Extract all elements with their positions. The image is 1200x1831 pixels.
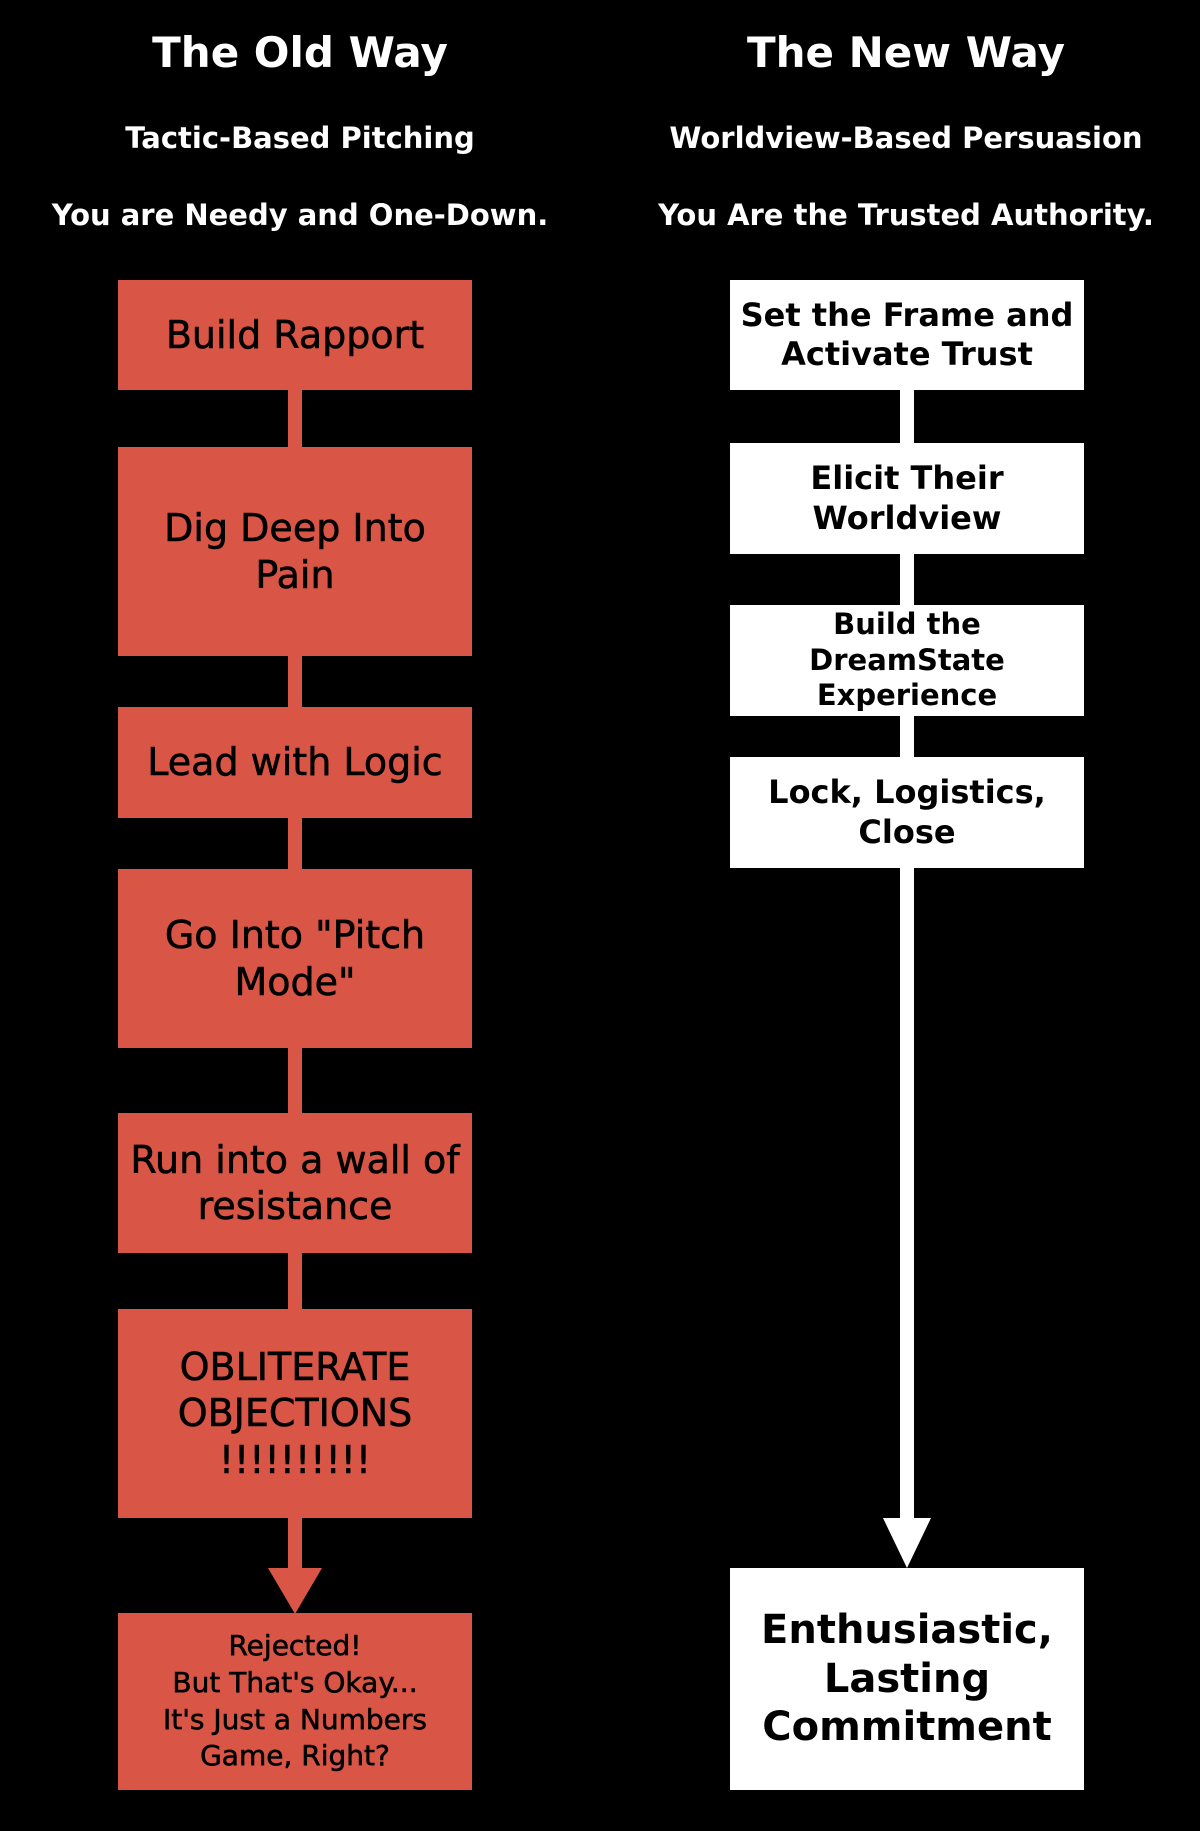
new-arrowhead-icon [883,1518,931,1568]
old-step-dig-deep: Dig Deep Into Pain [118,447,472,656]
old-step-label: Lead with Logic [147,740,443,785]
old-step-label: OBLITERATE OBJECTIONS !!!!!!!!!! [177,1344,413,1482]
new-outcome-label: Enthusiastic, Lasting Commitment [761,1606,1053,1751]
new-step-label: Build the DreamState Experience [809,607,1005,713]
new-step-label: Elicit Their Worldview [810,459,1004,537]
new-step-dreamstate: Build the DreamState Experience [730,605,1084,716]
old-way-subtitle: Tactic-Based Pitching [125,121,475,155]
new-way-title: The New Way [747,28,1065,77]
old-step-label: Dig Deep Into Pain [164,506,426,597]
old-step-label: Run into a wall of resistance [130,1137,460,1228]
old-step-lead-logic: Lead with Logic [118,707,472,818]
new-step-lock-close: Lock, Logistics, Close [730,757,1084,868]
new-step-set-frame: Set the Frame and Activate Trust [730,280,1084,390]
old-step-label: Build Rapport [165,312,425,358]
new-step-elicit-worldview: Elicit Their Worldview [730,443,1084,554]
new-step-label: Lock, Logistics, Close [768,773,1046,851]
old-step-label: Go Into "Pitch Mode" [164,913,426,1004]
old-connector-1 [288,390,302,448]
old-connector-4 [288,1047,302,1114]
old-step-wall-resistance: Run into a wall of resistance [118,1113,472,1253]
old-step-obliterate: OBLITERATE OBJECTIONS !!!!!!!!!! [118,1309,472,1518]
old-way-title: The Old Way [152,28,448,77]
new-connector-4 [900,867,914,1522]
old-step-pitch-mode: Go Into "Pitch Mode" [118,869,472,1048]
new-connector-3 [900,715,914,759]
new-connector-2 [900,553,914,606]
old-connector-5 [288,1252,302,1310]
old-outcome-rejected: Rejected! But That's Okay... It's Just a… [118,1613,472,1790]
new-outcome-commitment: Enthusiastic, Lasting Commitment [730,1568,1084,1790]
new-way-subtitle: Worldview-Based Persuasion [669,121,1143,155]
new-way-tagline: You Are the Trusted Authority. [658,198,1154,232]
old-arrowhead-icon [268,1568,322,1614]
old-step-build-rapport: Build Rapport [118,280,472,390]
old-connector-6 [288,1517,302,1572]
new-connector-1 [900,390,914,444]
old-connector-2 [288,655,302,708]
old-way-tagline: You are Needy and One-Down. [51,198,549,232]
old-outcome-label: Rejected! But That's Okay... It's Just a… [162,1628,428,1773]
old-connector-3 [288,817,302,870]
new-step-label: Set the Frame and Activate Trust [740,295,1074,373]
